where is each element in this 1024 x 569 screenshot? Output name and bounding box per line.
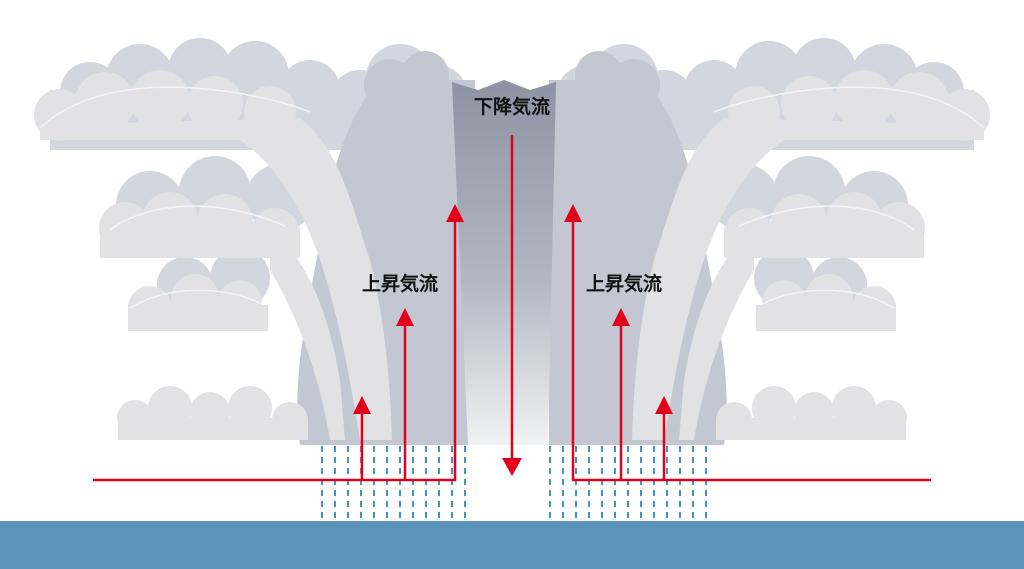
ocean-surface bbox=[0, 521, 1024, 569]
airflow-lines bbox=[93, 135, 931, 482]
arrow-up-icon bbox=[396, 308, 414, 326]
updraft-label-left: 上昇気流 bbox=[362, 272, 438, 295]
updraft-label-right: 上昇気流 bbox=[586, 272, 662, 295]
arrow-up-icon bbox=[353, 396, 371, 414]
arrow-up-icon bbox=[612, 308, 630, 326]
cloud-front-layer bbox=[34, 70, 990, 440]
downdraft-column bbox=[452, 80, 556, 445]
arrow-up-icon bbox=[446, 204, 464, 222]
arrow-up-icon bbox=[655, 396, 673, 414]
arrow-up-icon bbox=[564, 204, 582, 222]
right-outflow-line bbox=[571, 220, 931, 482]
cloud-tower-layer bbox=[297, 51, 727, 445]
downdraft-label: 下降気流 bbox=[474, 95, 550, 118]
rain-streaks bbox=[321, 446, 707, 520]
arrow-down-icon bbox=[502, 458, 522, 476]
left-outflow-line bbox=[93, 220, 457, 482]
arrow-heads bbox=[353, 204, 673, 476]
cloud-edge-highlights bbox=[39, 86, 985, 309]
